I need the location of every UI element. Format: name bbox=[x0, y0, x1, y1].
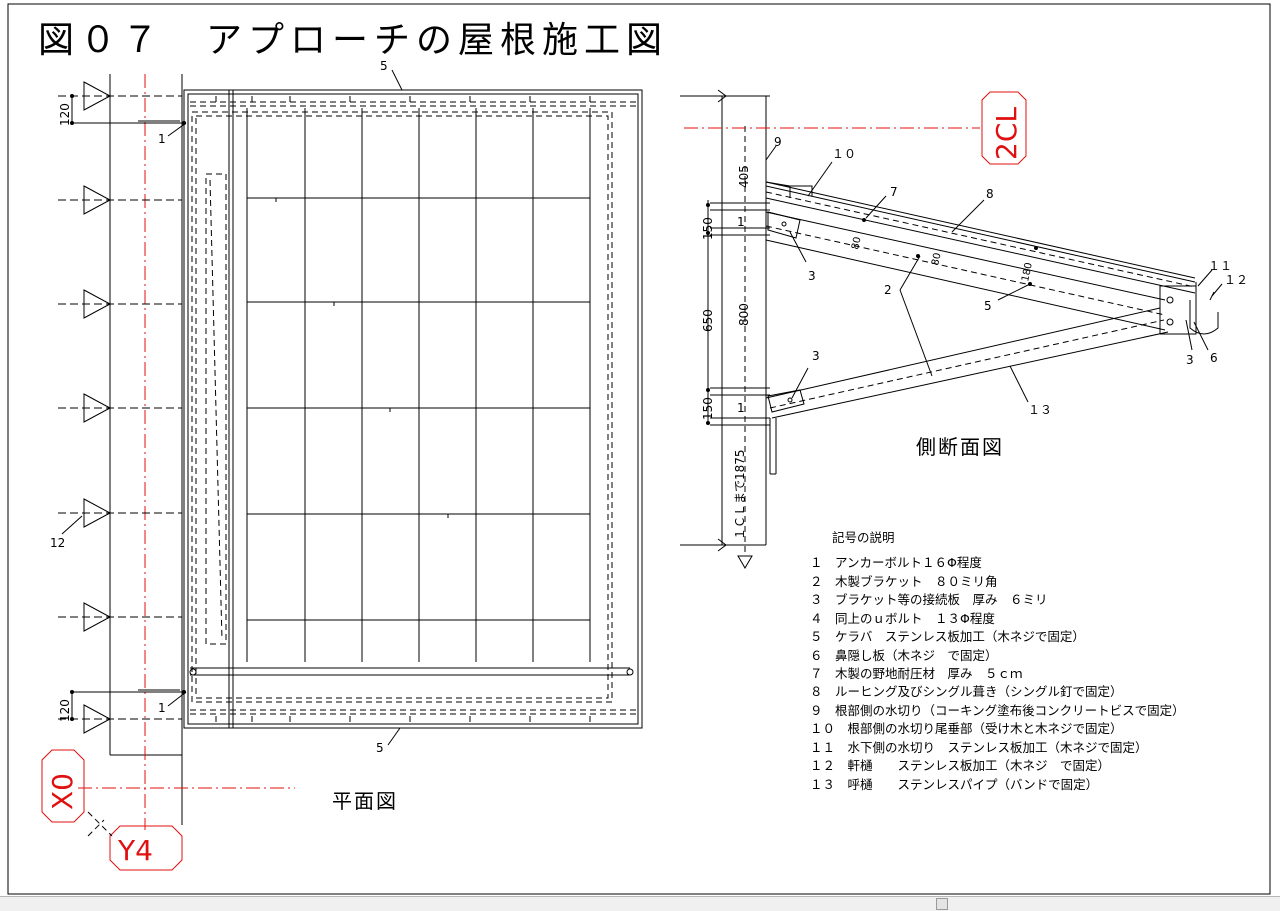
section-callout-9: 9 bbox=[774, 135, 782, 149]
legend-item: ３ ブラケット等の接続板 厚み ６ミリ bbox=[810, 592, 1048, 607]
section-label-180: 180 bbox=[1020, 262, 1035, 283]
legend-heading: 記号の説明 bbox=[832, 530, 895, 545]
section-callout-1b: 1 bbox=[737, 401, 745, 415]
section-dim-405: 405 bbox=[737, 165, 751, 188]
legend-item: ８ ルーヒング及びシングル葺き（シングル釘で固定） bbox=[810, 684, 1123, 699]
section-view: 2CL bbox=[680, 89, 1248, 569]
plan-nail-marks-bottom bbox=[215, 716, 591, 722]
plan-callout-5-top: 5 bbox=[380, 59, 388, 73]
plan-callout-1-bottom: 1 bbox=[158, 701, 166, 715]
svg-text:X0: X0 bbox=[46, 773, 79, 810]
section-dim-1875: １ＣＬまで1875 bbox=[733, 449, 747, 540]
legend-item: １３ 呼樋 ステンレスパイプ（バンドで固定） bbox=[810, 777, 1098, 792]
plan-nail-marks-top bbox=[215, 96, 591, 102]
section-callout-3c: 3 bbox=[1186, 353, 1194, 367]
legend-item: ２ 木製ブラケット ８０ミリ角 bbox=[810, 574, 998, 589]
section-dim-150-top: 150 bbox=[701, 217, 715, 240]
plan-callout-12: 12 bbox=[50, 536, 65, 550]
section-dim-150-bottom: 150 bbox=[701, 397, 715, 420]
legend-item: １２ 軒樋 ステンレス板加工（木ネジ で固定） bbox=[810, 758, 1110, 773]
svg-text:Y4: Y4 bbox=[117, 834, 153, 867]
plan-callout-5-bottom: 5 bbox=[376, 741, 384, 755]
section-callout-7: 7 bbox=[890, 185, 898, 199]
section-callout-10: １０ bbox=[832, 147, 856, 161]
section-callout-2: 2 bbox=[884, 283, 892, 297]
legend-item: ４ 同上のｕボルト １３Φ程度 bbox=[810, 611, 995, 626]
grid-bubble-y4: Y4 bbox=[109, 825, 183, 871]
section-callout-13: １３ bbox=[1028, 403, 1052, 417]
section-callout-5: 5 bbox=[984, 299, 992, 313]
legend-item: １１ 水下側の水切り ステンレス板加工（木ネジで固定） bbox=[810, 740, 1148, 755]
section-dim-800: 800 bbox=[737, 303, 751, 326]
section-callout-3a: 3 bbox=[808, 269, 816, 283]
section-label-80-a: 80 bbox=[850, 236, 863, 251]
section-callout-12: １２ bbox=[1224, 273, 1248, 287]
svg-text:2CL: 2CL bbox=[990, 107, 1023, 160]
legend-item: １０ 根部側の水切り尾垂部（受け木と木ネジで固定） bbox=[810, 721, 1123, 736]
plan-dim-120-bottom: 120 bbox=[58, 699, 72, 722]
legend-item: ６ 鼻隠し板（木ネジ で固定） bbox=[810, 648, 998, 663]
horizontal-scrollbar-thumb[interactable] bbox=[936, 898, 948, 910]
section-callout-11: １１ bbox=[1208, 259, 1232, 273]
plan-dim-120-top: 120 bbox=[58, 103, 72, 126]
legend-item: ７ 木製の野地耐圧材 厚み ５ｃｍ bbox=[810, 666, 1023, 681]
plan-caption: 平面図 bbox=[332, 789, 398, 813]
grid-bubble-x0: X0 bbox=[41, 749, 85, 823]
sheet-frame bbox=[7, 3, 1271, 895]
section-callout-1a: 1 bbox=[737, 215, 745, 229]
plan-bracket-markers bbox=[58, 81, 182, 734]
plan-view: 120 120 1 1 5 5 12 X0 Y4 平面図 bbox=[41, 59, 643, 871]
section-callout-8: 8 bbox=[986, 187, 994, 201]
legend-item: ９ 根部側の水切り（コーキング塗布後コンクリートビスで固定） bbox=[810, 703, 1185, 718]
status-bar bbox=[0, 896, 1280, 911]
drawing-title: 図０７ アプローチの屋根施工図 bbox=[38, 20, 668, 61]
section-callout-6: 6 bbox=[1210, 351, 1218, 365]
legend-item: ５ ケラバ ステンレス板加工（木ネジで固定） bbox=[810, 629, 1085, 644]
plan-callout-1-top: 1 bbox=[158, 132, 166, 146]
section-caption: 側断面図 bbox=[916, 435, 1004, 459]
section-label-80-b: 80 bbox=[930, 252, 943, 267]
grid-bubble-2cl: 2CL bbox=[981, 91, 1027, 165]
section-dim-650: 650 bbox=[701, 309, 715, 332]
section-callout-3b: 3 bbox=[812, 349, 820, 363]
legend: 記号の説明 １ アンカーボルト１６Φ程度 ２ 木製ブラケット ８０ミリ角 ３ ブ… bbox=[810, 530, 1185, 792]
legend-item: １ アンカーボルト１６Φ程度 bbox=[810, 555, 982, 570]
